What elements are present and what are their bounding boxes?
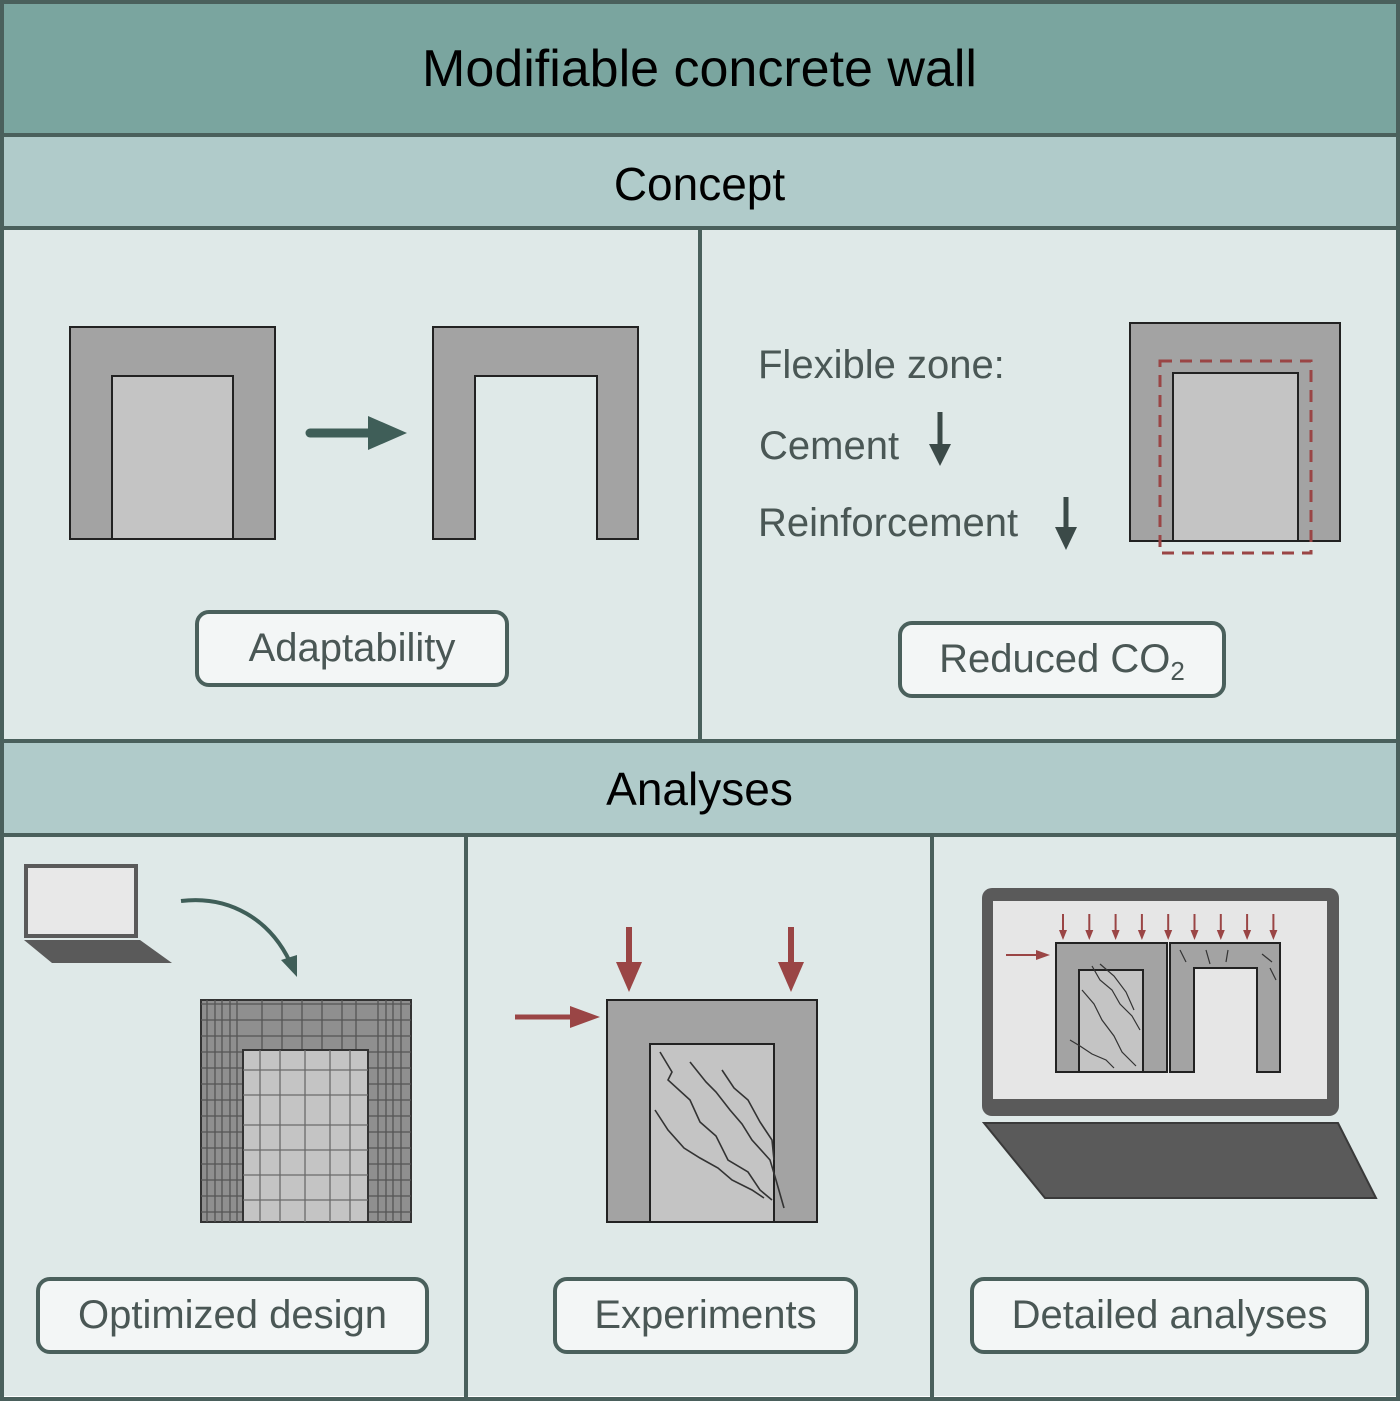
load-arrow-head — [1059, 930, 1067, 940]
reinforcement-down-arrow-icon — [1055, 497, 1077, 550]
simulation-walls — [1055, 942, 1281, 1073]
flexible-zone-text: Flexible zone: — [758, 343, 1005, 387]
crack-lines — [654, 1051, 785, 1209]
cement-down-arrow-icon — [929, 412, 951, 466]
flexible-zone-wall — [1129, 322, 1341, 555]
cement-text: Cement — [759, 424, 900, 468]
horizontal-load-arrow — [515, 1006, 600, 1028]
load-arrow-head — [1269, 930, 1278, 940]
vertical-load-arrow-right — [778, 927, 804, 992]
fe-mesh-wall — [200, 999, 412, 1223]
adaptability-label: Adaptability — [195, 610, 509, 687]
main-title: Modifiable concrete wall — [3, 3, 1396, 134]
load-arrow-head — [1111, 930, 1120, 940]
vertical-load-arrow-left — [616, 927, 642, 992]
load-arrow-head — [1137, 930, 1146, 940]
reduced-co2-text: Reduced CO — [939, 637, 1171, 681]
wall-with-infill — [69, 326, 276, 540]
reinforcement-text: Reinforcement — [758, 501, 1019, 545]
small-laptop-icon — [24, 864, 172, 963]
optimized-design-label: Optimized design — [36, 1277, 429, 1354]
curved-arrow-icon — [180, 898, 297, 977]
load-arrow-head — [1190, 930, 1199, 940]
concept-heading: Concept — [3, 137, 1396, 230]
load-arrow-head — [1216, 930, 1225, 940]
load-arrow-head — [1164, 930, 1173, 940]
tested-wall — [606, 999, 818, 1223]
wall-with-opening — [432, 326, 639, 540]
distributed-load-arrows — [1059, 914, 1278, 940]
analyses-heading: Analyses — [3, 742, 1396, 835]
transform-arrow — [305, 416, 407, 450]
detailed-analyses-label: Detailed analyses — [970, 1277, 1369, 1354]
co2-subscript: 2 — [1170, 656, 1185, 686]
experiments-label: Experiments — [553, 1277, 858, 1354]
load-arrow-head — [1243, 930, 1252, 940]
sim-horizontal-arrow — [1006, 950, 1050, 960]
load-arrow-head — [1085, 930, 1094, 940]
